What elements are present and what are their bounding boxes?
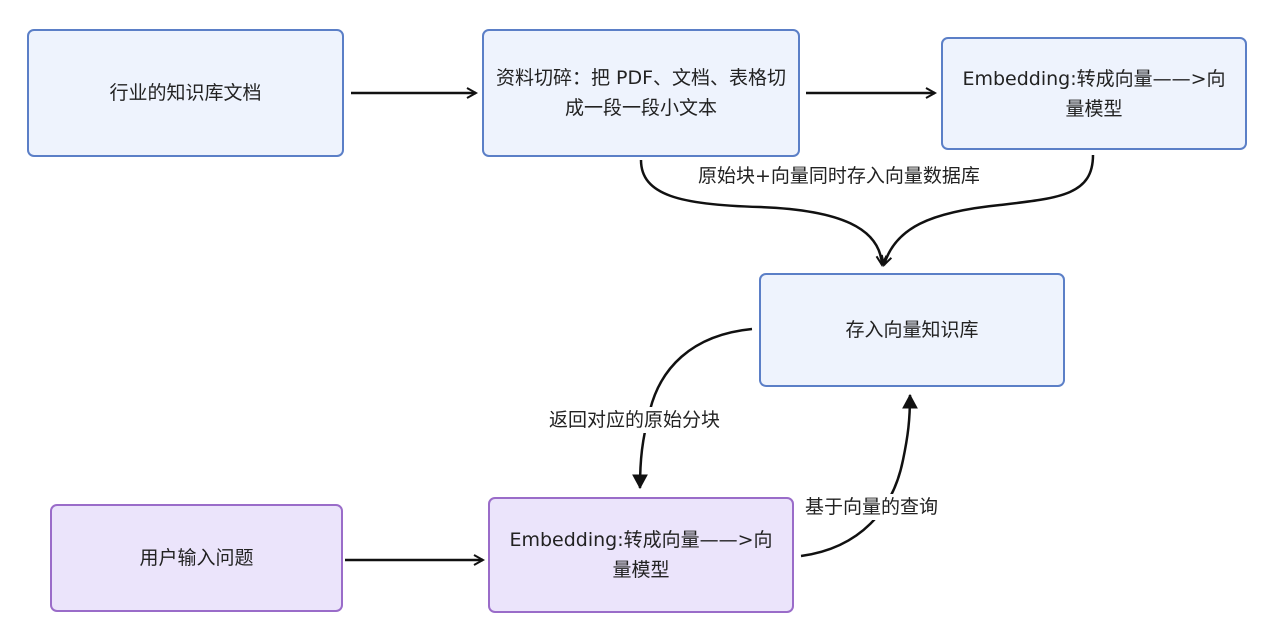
node-chunking: 资料切碎：把 PDF、文档、表格切成一段一段小文本 <box>482 29 800 157</box>
edge-label-store-both: 原始块+向量同时存入向量数据库 <box>695 163 983 189</box>
edge-label-vector-query: 基于向量的查询 <box>802 494 942 520</box>
node-label: 资料切碎：把 PDF、文档、表格切成一段一段小文本 <box>495 67 787 119</box>
edge-embedding-to-vector-kb <box>884 154 1095 265</box>
node-user-input: 用户输入问题 <box>50 504 343 612</box>
node-label: 行业的知识库文档 <box>109 82 262 104</box>
node-label: Embedding:转成向量——>向量模型 <box>509 529 773 581</box>
edge-vector-kb-to-embedding-bottom <box>632 327 753 490</box>
node-label: 用户输入问题 <box>139 547 254 569</box>
node-vector-kb: 存入向量知识库 <box>759 273 1065 387</box>
node-label: 存入向量知识库 <box>845 319 979 341</box>
edge-label-return-chunks: 返回对应的原始分块 <box>546 407 724 433</box>
edge-chunking-to-vector-kb <box>639 159 882 265</box>
node-industry-docs: 行业的知识库文档 <box>27 29 344 157</box>
node-embedding-bottom: Embedding:转成向量——>向量模型 <box>488 497 794 613</box>
node-embedding-top: Embedding:转成向量——>向量模型 <box>941 37 1247 150</box>
edge-embedding-bottom-to-vector-kb <box>800 393 918 558</box>
node-label: Embedding:转成向量——>向量模型 <box>962 67 1226 120</box>
